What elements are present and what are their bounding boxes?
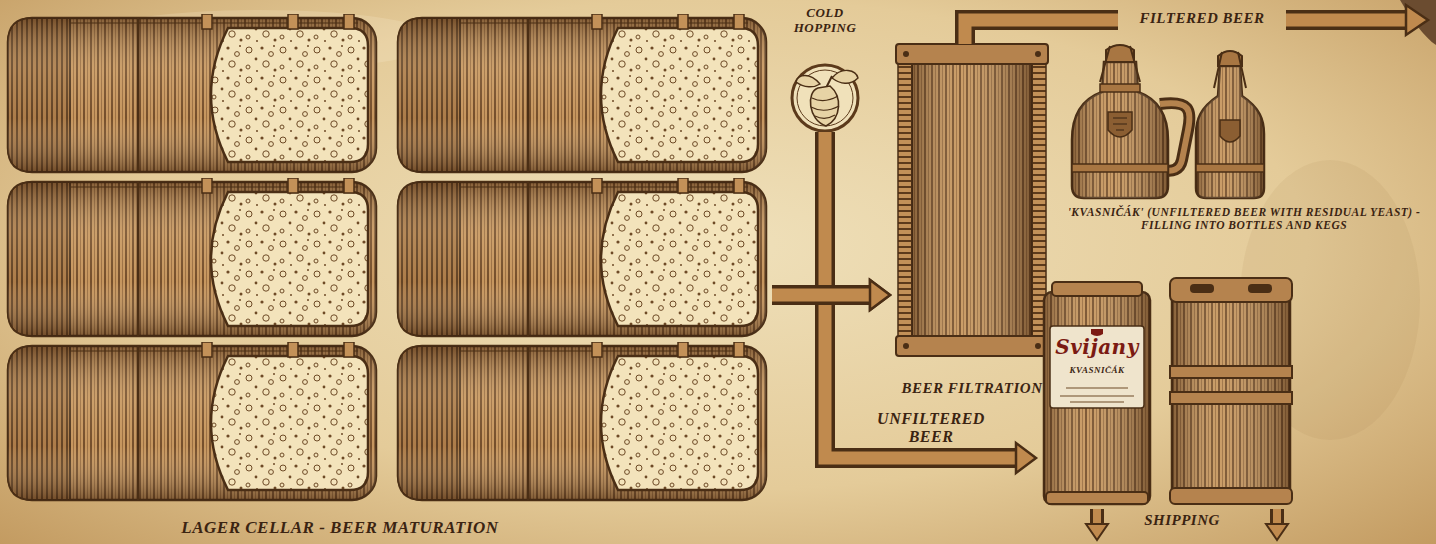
lager-tank (398, 342, 766, 500)
keg-handle-hole (1190, 284, 1214, 293)
keg-hoop (1170, 392, 1292, 404)
arrow-band (772, 295, 1020, 458)
jug-shading (1072, 62, 1168, 198)
flow-arrow (772, 280, 890, 310)
arrow-band (965, 20, 1118, 44)
bottle-body (1196, 66, 1264, 198)
node-label: 'KVASNIČÁK' (UNFILTERED BEER WITH RESIDU… (1058, 206, 1430, 232)
filter-plates (912, 62, 1032, 338)
arrow-band (825, 132, 874, 295)
arrow-head (870, 280, 890, 310)
keg-chime (1170, 488, 1292, 504)
hop-cone (810, 86, 838, 126)
emblem-marks (1113, 118, 1127, 130)
filter-shading (912, 62, 1032, 338)
node-label: COLD HOPPING (783, 6, 867, 35)
keg-crest (1091, 329, 1103, 336)
keg-hoop (1170, 366, 1292, 378)
arrow-head (1406, 5, 1428, 35)
flow-label: FILTERED BEER (1122, 10, 1282, 27)
jug-body (1072, 62, 1168, 198)
party-keg (1044, 282, 1150, 504)
steel-keg (1170, 278, 1292, 504)
bolt (1035, 51, 1041, 57)
jug-neck-ring (1100, 84, 1140, 92)
bottle-band (1196, 164, 1264, 172)
filter-foot (896, 336, 1048, 356)
arrow-head (1016, 443, 1036, 473)
torn-corner (1400, 0, 1436, 45)
swing-wire (1214, 52, 1246, 88)
hop-leaf (832, 70, 858, 83)
keg-label-text: KVASNIČÁK (1050, 365, 1144, 375)
cold-hopping-circle: COLD HOPPING (785, 6, 865, 132)
hop-scales (811, 96, 839, 118)
node-label: SHIPPING (1122, 512, 1242, 529)
arrow-band (1286, 10, 1410, 30)
flow-arrow (825, 132, 890, 310)
lager-tanks (8, 14, 766, 500)
hop-circle (792, 65, 858, 131)
swing-top-jug (1072, 45, 1190, 198)
lager-cellar: LAGER CELLAR - BEER MATURATION (0, 12, 772, 539)
arrow-band-outline (772, 285, 874, 305)
arrow-head (1266, 524, 1288, 540)
filter-press: BEER FILTRATION (890, 44, 1054, 408)
lager-tank (398, 14, 766, 172)
bottle-filling: 'KVASNIČÁK' (UNFILTERED BEER WITH RESIDU… (1056, 30, 1434, 244)
lager-tank (8, 178, 376, 336)
keg-shading (1044, 292, 1150, 504)
arrow-head (870, 280, 890, 310)
arrow-band (772, 289, 874, 302)
bolt (903, 51, 909, 57)
node-label: BEER FILTRATION (882, 380, 1062, 397)
hop-leaf (796, 76, 820, 87)
arrow-band-outline (772, 295, 1020, 458)
keg-rim (1052, 282, 1142, 296)
shipping-arrows (1086, 509, 1288, 540)
keg-body (1044, 292, 1150, 504)
jug-emblem (1108, 112, 1132, 137)
swing-top-bottle (1196, 51, 1264, 198)
keg-chime (1170, 278, 1292, 302)
lager-tank (8, 342, 376, 500)
filtered-beer-arrow (965, 5, 1428, 44)
arrow-head (1086, 524, 1108, 540)
jug-band (1072, 164, 1168, 172)
filter-head (896, 44, 1048, 64)
keg-handle-hole (1248, 284, 1272, 293)
arrow-band (1286, 14, 1410, 27)
lager-tank (8, 14, 376, 172)
fine-print (1060, 388, 1134, 402)
brand-logo: Svijany (1048, 336, 1146, 358)
swing-wire (1100, 46, 1140, 82)
keg-shipping: SHIPPING (1036, 268, 1332, 538)
bolt (1035, 343, 1041, 349)
node-label: LAGER CELLAR - BEER MATURATION (100, 518, 580, 537)
bottle-shading (1196, 66, 1264, 198)
arrow-band (965, 20, 1118, 44)
edge-label: UNFILTERED BEER (866, 410, 996, 446)
filter-press (896, 44, 1048, 356)
bolt (903, 343, 909, 349)
keg-rim (1046, 492, 1148, 504)
lager-tank (398, 178, 766, 336)
hop-medallion (792, 65, 858, 131)
arrow-band-outline (825, 132, 874, 295)
bottle-emblem (1220, 120, 1240, 142)
filter-ribs (898, 62, 912, 338)
